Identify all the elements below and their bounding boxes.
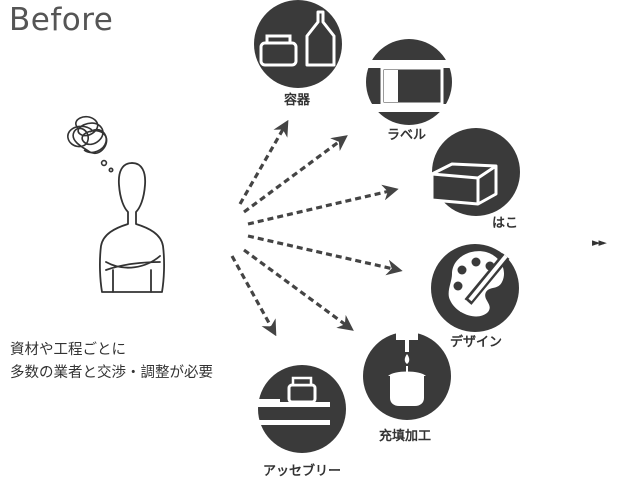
assembly-conveyor-icon xyxy=(254,365,346,453)
person-outline-icon xyxy=(99,162,165,293)
filling-candle-icon xyxy=(363,332,451,420)
label-icon xyxy=(366,39,452,125)
arrow-to-label xyxy=(243,135,348,214)
page-title: Before xyxy=(9,2,114,38)
arrows xyxy=(230,119,403,337)
item-label-container: 容器 xyxy=(284,93,311,108)
arrow-to-design xyxy=(247,234,403,276)
caption-line-2: 多数の業者と交渉・調整が必要 xyxy=(10,365,213,381)
item-label-label: ラベル xyxy=(387,128,427,143)
next-arrow-icon: ►► xyxy=(592,236,607,249)
container-bottles-icon xyxy=(254,0,342,88)
tangled-thought-icon xyxy=(67,115,114,173)
confused-person-icon xyxy=(67,115,165,293)
box-icon xyxy=(430,128,520,216)
arrow-to-filling xyxy=(243,248,354,331)
caption-line-1: 資材や工程ごとに xyxy=(10,342,126,358)
arrow-to-container xyxy=(238,119,289,205)
item-label-assembly: アッセブリー xyxy=(263,464,342,479)
item-label-filling: 充填加工 xyxy=(379,429,432,444)
arrow-to-assembly xyxy=(230,255,277,337)
item-label-box: はこ xyxy=(492,216,519,231)
arrow-to-box xyxy=(247,184,399,226)
item-label-design: デザイン xyxy=(450,335,503,350)
design-palette-icon xyxy=(431,244,519,332)
